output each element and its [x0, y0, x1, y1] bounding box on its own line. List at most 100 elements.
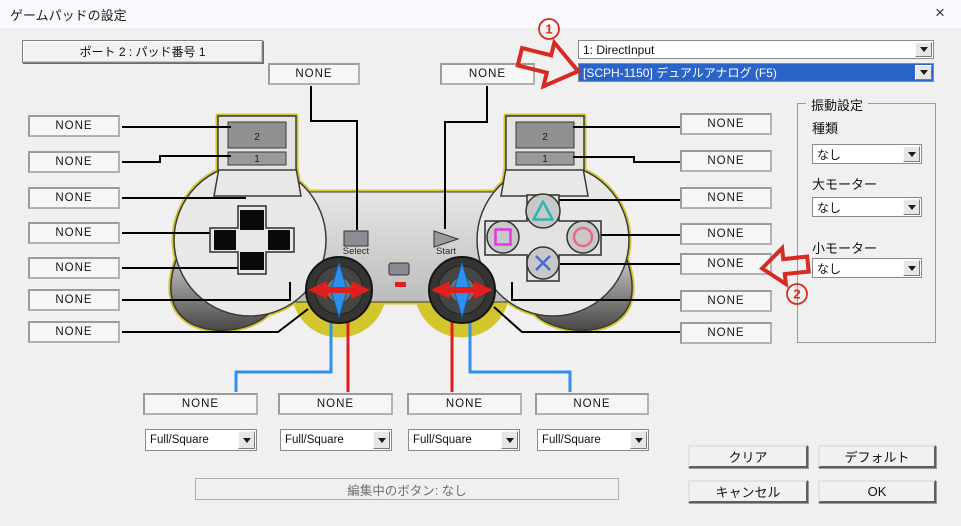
- left-stick: [305, 256, 373, 324]
- controller-body: [170, 115, 633, 332]
- chevron-down-icon: [242, 437, 251, 443]
- binding-button-r1[interactable]: NONE: [680, 150, 772, 172]
- vibration-group-title: 振動設定: [806, 95, 869, 114]
- default-button[interactable]: デフォルト: [818, 445, 936, 468]
- small-motor-dropdown-button[interactable]: [903, 260, 920, 276]
- start-label: Start: [436, 246, 456, 257]
- chevron-down-icon: [919, 47, 928, 52]
- axis-range-combo-1[interactable]: Full/Square: [145, 429, 257, 451]
- controller-outline: [168, 113, 635, 338]
- chevron-down-icon: [907, 204, 916, 210]
- api-combo[interactable]: 1: DirectInput: [578, 40, 934, 59]
- analog-led-icon: [395, 282, 406, 287]
- close-icon[interactable]: ×: [935, 3, 945, 22]
- square-button-icon: [494, 228, 512, 246]
- window-title: ゲームパッドの設定: [10, 7, 127, 23]
- chevron-down-icon: [634, 437, 643, 443]
- ok-button[interactable]: OK: [818, 480, 936, 503]
- select-button-icon: [343, 230, 369, 247]
- stick-horizontal-arrows-icon: [308, 281, 370, 299]
- axis-range-value: Full/Square: [542, 434, 601, 446]
- connector-lines: [122, 86, 680, 333]
- vibration-type-dropdown-button[interactable]: [903, 146, 920, 162]
- binding-button-lstick-vert[interactable]: NONE: [143, 393, 258, 415]
- vibration-type-value: なし: [817, 147, 842, 162]
- large-motor-label: 大モーター: [812, 177, 878, 192]
- chevron-down-icon: [505, 437, 514, 443]
- binding-button-l1[interactable]: NONE: [28, 151, 120, 173]
- binding-button-r3[interactable]: NONE: [680, 290, 772, 312]
- api-combo-value: 1: DirectInput: [583, 42, 655, 57]
- r2-label: 2: [542, 132, 548, 143]
- chevron-down-icon: [907, 265, 916, 271]
- chevron-down-icon: [377, 437, 386, 443]
- binding-button-left-stick[interactable]: NONE: [28, 321, 120, 343]
- api-combo-dropdown-button[interactable]: [915, 42, 932, 57]
- shoulder-buttons: [227, 121, 575, 166]
- pad-combo[interactable]: [SCPH-1150] デュアルアナログ (F5): [578, 63, 934, 82]
- cancel-button[interactable]: キャンセル: [688, 480, 808, 503]
- binding-button-rstick-vert[interactable]: NONE: [535, 393, 649, 415]
- l1-label: 1: [254, 154, 260, 165]
- axis-range-dropdown-button[interactable]: [373, 431, 390, 449]
- axis-lines: [234, 295, 572, 392]
- binding-button-cross[interactable]: NONE: [680, 253, 772, 275]
- binding-button-circle[interactable]: NONE: [680, 223, 772, 245]
- dpad-down-icon: [240, 252, 264, 270]
- small-motor-label: 小モーター: [812, 241, 878, 256]
- dpad: [209, 205, 295, 275]
- dpad-right-icon: [268, 230, 290, 250]
- dpad-up-icon: [240, 210, 264, 230]
- large-motor-dropdown-button[interactable]: [903, 199, 920, 215]
- triangle-button-icon: [532, 200, 554, 221]
- binding-button-start[interactable]: NONE: [440, 63, 535, 85]
- large-motor-combo[interactable]: なし: [812, 197, 922, 217]
- pad-combo-dropdown-button[interactable]: [915, 65, 932, 80]
- binding-button-dpad-left[interactable]: NONE: [28, 222, 120, 244]
- l2-label: 2: [254, 132, 260, 143]
- stick-horizontal-arrows-icon: [431, 281, 493, 299]
- binding-button-select[interactable]: NONE: [268, 63, 360, 85]
- binding-button-l3[interactable]: NONE: [28, 289, 120, 311]
- axis-range-dropdown-button[interactable]: [630, 431, 647, 449]
- analog-mode-button-icon: [388, 262, 410, 276]
- axis-range-dropdown-button[interactable]: [501, 431, 518, 449]
- axis-range-value: Full/Square: [150, 434, 209, 446]
- binding-button-dpad-up[interactable]: NONE: [28, 187, 120, 209]
- large-motor-value: なし: [817, 200, 842, 215]
- small-motor-value: なし: [817, 261, 842, 276]
- binding-button-triangle[interactable]: NONE: [680, 187, 772, 209]
- stick-vertical-arrows-icon: [453, 261, 471, 319]
- vibration-type-combo[interactable]: なし: [812, 144, 922, 164]
- face-buttons: [484, 193, 602, 282]
- axis-range-dropdown-button[interactable]: [238, 431, 255, 449]
- binding-button-right-stick[interactable]: NONE: [680, 322, 772, 344]
- axis-range-combo-3[interactable]: Full/Square: [408, 429, 520, 451]
- r1-label: 1: [542, 154, 548, 165]
- circle-button-icon: [572, 226, 594, 248]
- clear-button[interactable]: クリア: [688, 445, 808, 468]
- binding-button-r2[interactable]: NONE: [680, 113, 772, 135]
- axis-range-value: Full/Square: [285, 434, 344, 446]
- axis-range-combo-2[interactable]: Full/Square: [280, 429, 392, 451]
- binding-button-rstick-horiz[interactable]: NONE: [407, 393, 522, 415]
- binding-button-lstick-horiz[interactable]: NONE: [278, 393, 393, 415]
- binding-button-dpad-down[interactable]: NONE: [28, 257, 120, 279]
- pad-combo-value: [SCPH-1150] デュアルアナログ (F5): [583, 66, 777, 80]
- vibration-type-label: 種類: [812, 121, 839, 136]
- stick-vertical-arrows-icon: [330, 261, 348, 319]
- editing-status: 編集中のボタン: なし: [195, 478, 619, 500]
- titlebar: ゲームパッドの設定 ×: [0, 0, 961, 28]
- axis-range-combo-4[interactable]: Full/Square: [537, 429, 649, 451]
- dpad-left-icon: [214, 230, 236, 250]
- axis-range-value: Full/Square: [413, 434, 472, 446]
- cross-button-icon: [535, 255, 551, 271]
- start-button-icon: [433, 230, 460, 248]
- port-pad-button[interactable]: ポート 2 : パッド番号 1: [22, 40, 263, 63]
- select-label: Select: [343, 246, 370, 257]
- binding-button-l2[interactable]: NONE: [28, 115, 120, 137]
- center-buttons: [343, 230, 460, 287]
- vibration-group: 振動設定 種類 なし 大モーター なし 小モーター なし: [797, 95, 936, 343]
- small-motor-combo[interactable]: なし: [812, 258, 922, 278]
